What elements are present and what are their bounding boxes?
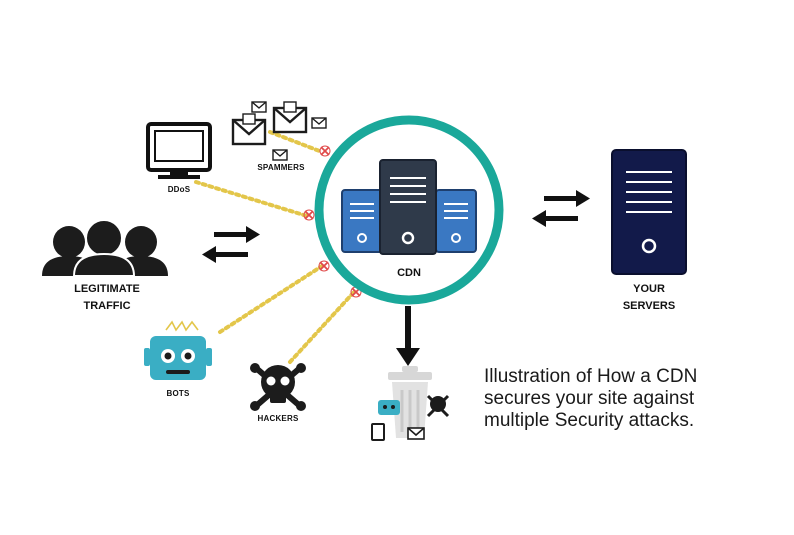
server-icon [611,149,687,275]
arrow-down-icon [396,306,420,366]
block-x-icon [318,260,330,272]
robot-icon [144,320,212,380]
envelope-icon [231,113,267,146]
your-servers-label-line2: SERVERS [622,300,676,312]
cdn-label: CDN [397,267,421,279]
envelope-icon [407,427,425,440]
line-bots [218,264,324,334]
caption-line: multiple Security attacks. [484,410,695,431]
server-icon [379,159,437,255]
envelope-icon [272,149,288,161]
block-x-icon [303,209,315,221]
monitor-icon [371,423,385,441]
skull-crossbones-icon [250,363,306,411]
ddos-label: DDoS [167,185,191,194]
envelope-icon [251,101,267,113]
caption: Illustration of How a CDN secures your s… [484,366,774,432]
caption-line: secures your site against [484,388,695,409]
your-servers-label-line1: YOUR [633,283,665,295]
line-hackers [288,290,356,364]
envelope-icon [311,117,327,129]
caption-line: Illustration of How a CDN [484,366,698,387]
block-x-icon [319,145,331,157]
line-ddos [194,180,309,218]
cdn-servers [341,159,477,255]
hackers-label: HACKERS [257,414,299,423]
block-marks [303,145,362,298]
server-icon [435,189,477,253]
robot-icon [378,400,400,415]
envelope-icon [272,101,308,134]
arrow-exchange-icon [202,226,260,263]
server-icon [341,189,383,253]
legitimate-traffic-label-line2: TRAFFIC [83,300,131,312]
monitor-icon [146,122,212,179]
legitimate-traffic-label-line1: LEGITIMATE [74,283,140,295]
arrow-exchange-icon [532,190,590,227]
trash-bin-icon [388,366,432,438]
threat-lines [194,130,356,364]
people-icon [42,219,168,277]
bots-label: BOTS [166,389,190,398]
line-spammers [268,130,324,154]
spammer-envelopes [231,101,327,161]
spammers-label: SPAMMERS [257,163,305,172]
skull-crossbones-icon [426,394,450,418]
